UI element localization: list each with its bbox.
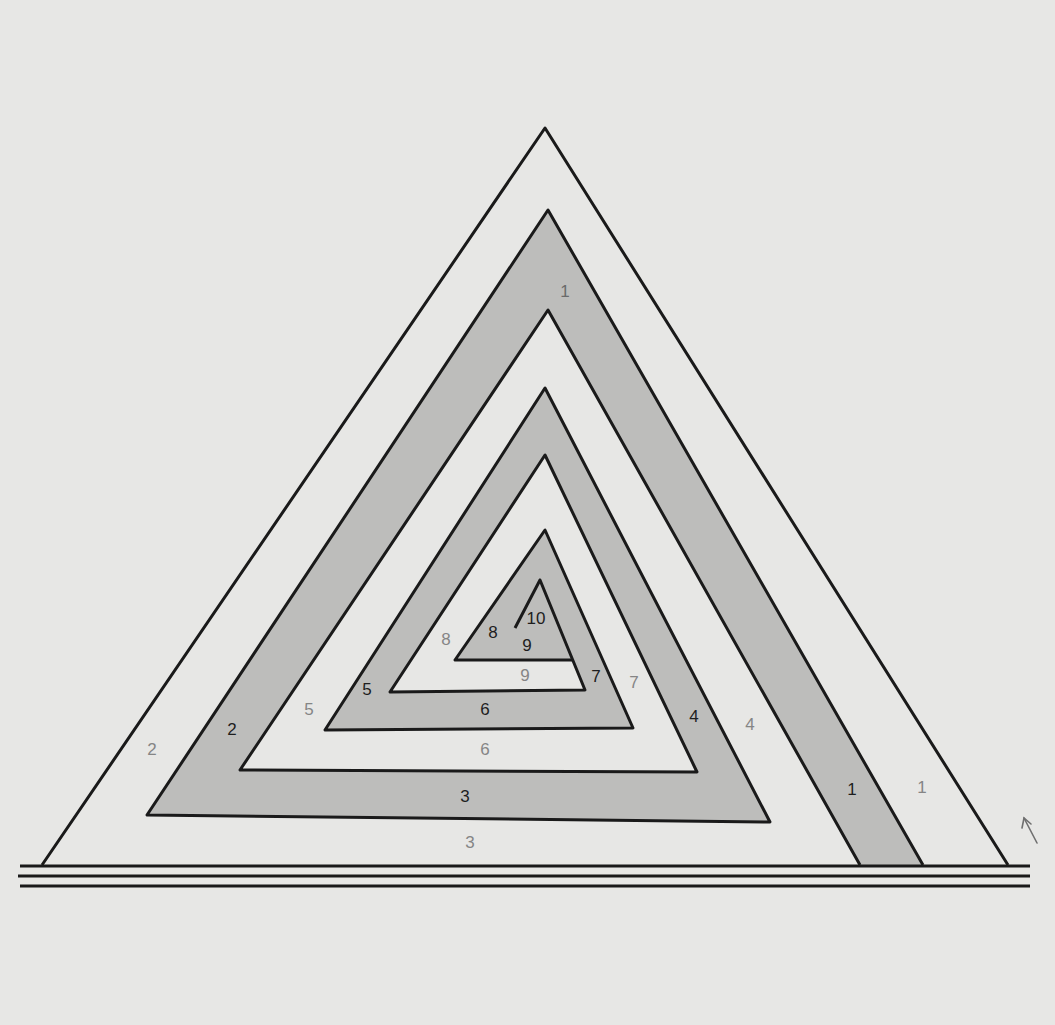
shaded-spiral-band <box>147 210 923 865</box>
band-number-holder: 1 <box>847 781 856 799</box>
band-number: 2 <box>147 741 156 758</box>
band-number-holder: 7 <box>591 668 600 686</box>
spiral-line-inner <box>240 310 860 865</box>
base-line <box>20 885 1030 888</box>
band-number-holder: 1 <box>560 283 569 301</box>
band-number-holder: 6 <box>480 741 489 759</box>
band-number: 4 <box>745 716 754 733</box>
base-line <box>18 875 1030 878</box>
band-number: 1 <box>917 779 926 796</box>
band-number: 2 <box>227 721 236 738</box>
band-number: 1 <box>560 283 569 300</box>
band-number-holder: 4 <box>745 716 754 734</box>
band-number-holder: 5 <box>304 701 313 719</box>
band-number-holder: 6 <box>480 701 489 719</box>
band-number: 1 <box>847 781 856 798</box>
base-line <box>20 865 1030 868</box>
band-number: 9 <box>520 667 529 684</box>
band-number-holder: 5 <box>362 681 371 699</box>
band-number: 8 <box>441 631 450 648</box>
band-number: 5 <box>362 681 371 698</box>
band-number: 3 <box>460 788 469 805</box>
band-number: 10 <box>527 610 546 627</box>
direction-arrow <box>1022 818 1037 843</box>
spiral-line-outer <box>147 210 923 865</box>
band-number-holder: 3 <box>460 788 469 806</box>
band-number-holder: 4 <box>689 708 698 726</box>
band-number-holder: 8 <box>488 624 497 642</box>
band-number: 9 <box>522 637 531 654</box>
band-number-holder: 3 <box>465 834 474 852</box>
band-number-holder: 8 <box>441 631 450 649</box>
band-number-holder: 1 <box>917 779 926 797</box>
band-number-holder: 10 <box>527 610 546 628</box>
band-number: 4 <box>689 708 698 725</box>
band-number: 5 <box>304 701 313 718</box>
band-number: 3 <box>465 834 474 851</box>
outer-triangle <box>42 128 1008 865</box>
band-number: 7 <box>591 668 600 685</box>
band-number: 7 <box>629 674 638 691</box>
band-number-holder: 2 <box>147 741 156 759</box>
band-number-holder: 7 <box>629 674 638 692</box>
band-number: 6 <box>480 741 489 758</box>
band-number-holder: 9 <box>520 667 529 685</box>
band-number: 8 <box>488 624 497 641</box>
band-number: 6 <box>480 701 489 718</box>
band-number-holder: 9 <box>522 637 531 655</box>
band-number-holder: 2 <box>227 721 236 739</box>
